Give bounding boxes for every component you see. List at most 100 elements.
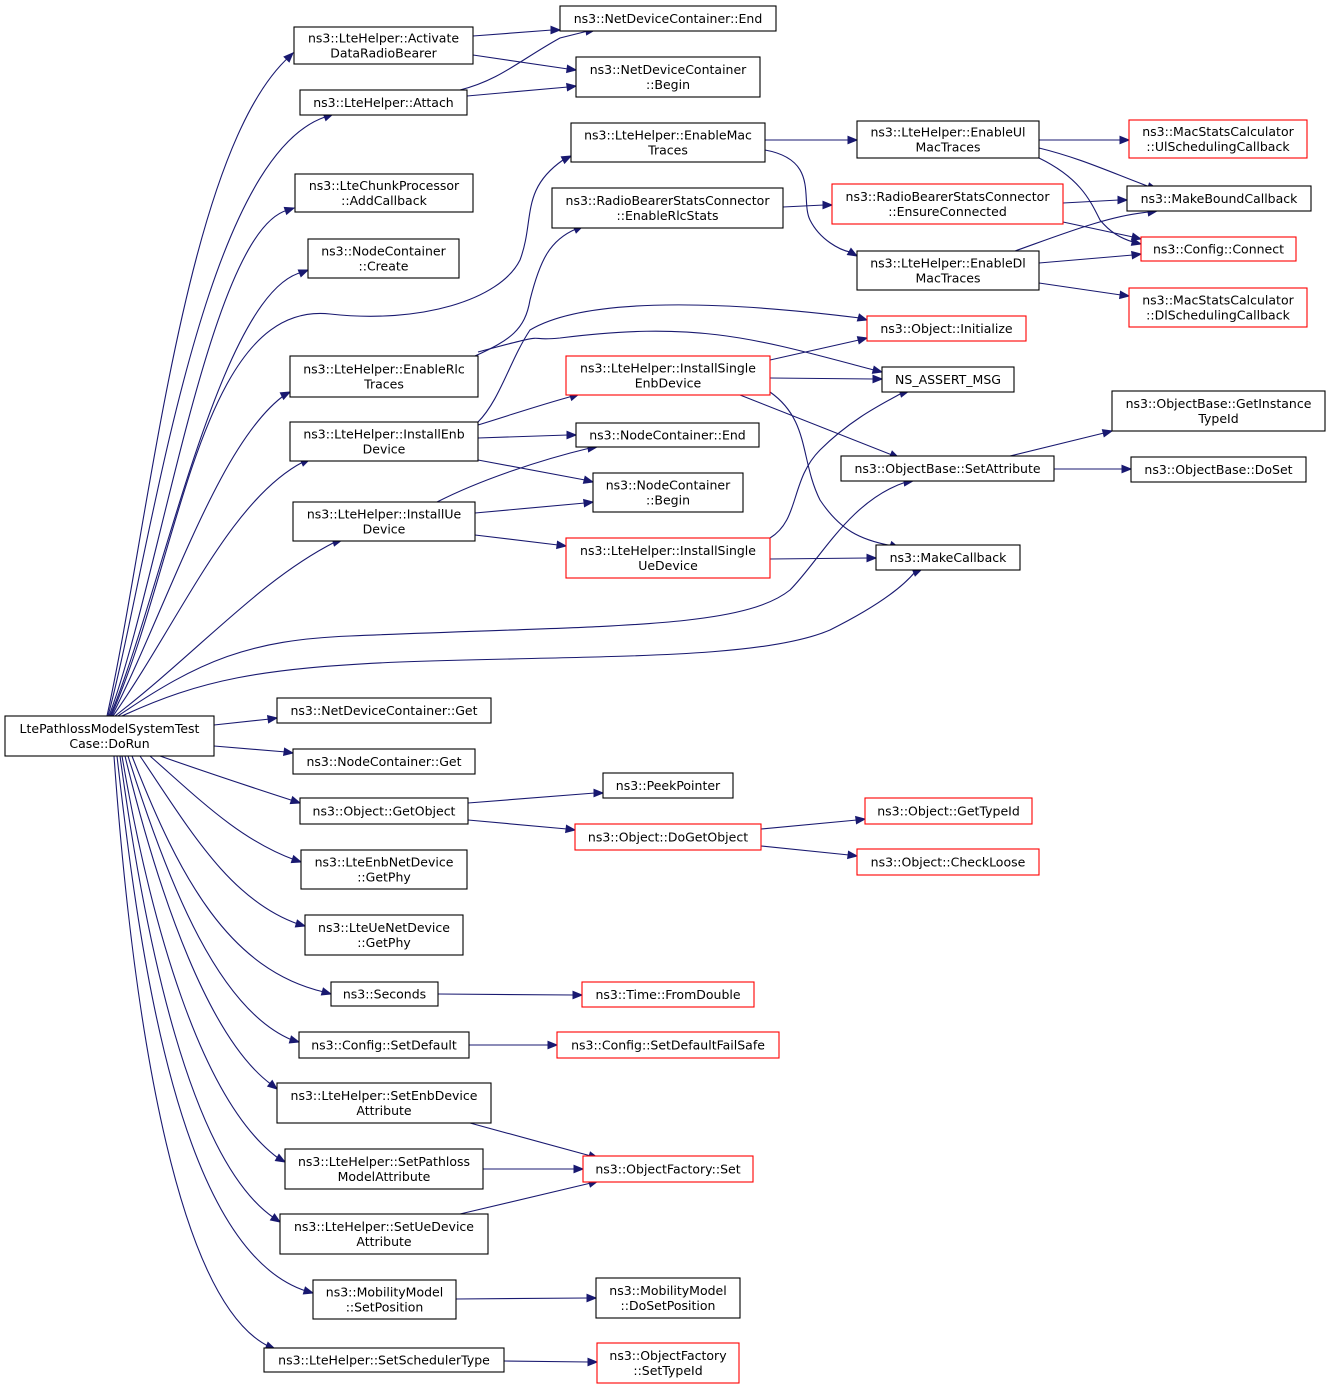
node-box <box>866 315 1027 342</box>
node-rbsc-ensure[interactable]: ns3::RadioBearerStatsConnector::EnsureCo… <box>831 183 1064 225</box>
node-ndc-end[interactable]: ns3::NetDeviceContainer::End <box>559 5 777 32</box>
node-ob-setattr[interactable]: ns3::ObjectBase::SetAttribute <box>840 455 1055 482</box>
node-label: NS_ASSERT_MSG <box>895 372 1001 387</box>
node-ndc-get[interactable]: ns3::NetDeviceContainer::Get <box>276 697 492 724</box>
node-label: ns3::LteHelper::InstallSingle <box>580 361 756 376</box>
arrowhead-icon <box>1119 290 1131 300</box>
edge-root-to-cfg_setdefault <box>127 755 301 1044</box>
node-label: ns3::MacStatsCalculator <box>1142 293 1294 308</box>
node-obj-gettypeid[interactable]: ns3::Object::GetTypeId <box>864 797 1033 825</box>
node-label: ns3::Config::SetDefaultFailSafe <box>571 1038 765 1053</box>
node-label: ::GetPhy <box>357 870 411 885</box>
edge-install_single_enb-to-obj_init <box>769 336 869 361</box>
node-label: ns3::ObjectBase::SetAttribute <box>854 461 1040 476</box>
node-set-sched[interactable]: ns3::LteHelper::SetSchedulerType <box>263 1347 505 1373</box>
node-cfg-setdefaultfs[interactable]: ns3::Config::SetDefaultFailSafe <box>556 1031 780 1059</box>
node-ob-doset[interactable]: ns3::ObjectBase::DoSet <box>1130 456 1307 483</box>
node-label: ns3::LteHelper::SetUeDevice <box>294 1219 474 1234</box>
node-label: ns3::NetDeviceContainer::End <box>574 11 763 26</box>
node-nc-create[interactable]: ns3::NodeContainer::Create <box>307 238 460 279</box>
node-chunk[interactable]: ns3::LteChunkProcessor::AddCallback <box>294 173 474 213</box>
arrowhead-icon <box>866 553 878 563</box>
node-label: LtePathlossModelSystemTest <box>20 721 200 736</box>
node-enb-getphy[interactable]: ns3::LteEnbNetDevice::GetPhy <box>300 849 468 890</box>
node-box <box>551 187 784 229</box>
node-box <box>595 1277 741 1319</box>
arrowhead-icon <box>587 1357 599 1367</box>
node-nc-get[interactable]: ns3::NodeContainer::Get <box>292 748 476 775</box>
arrowhead-icon <box>586 1293 598 1303</box>
node-make-bound[interactable]: ns3::MakeBoundCallback <box>1126 185 1312 212</box>
node-mm-dosetpos[interactable]: ns3::MobilityModel::DoSetPosition <box>595 1277 741 1319</box>
node-ue-getphy[interactable]: ns3::LteUeNetDevice::GetPhy <box>304 914 464 956</box>
node-label: ns3::PeekPointer <box>616 778 721 793</box>
arrowhead-icon <box>856 336 869 345</box>
node-mm-setpos[interactable]: ns3::MobilityModel::SetPosition <box>312 1279 457 1320</box>
node-mac-ul[interactable]: ns3::MacStatsCalculator::UlSchedulingCal… <box>1128 119 1308 159</box>
arrowhead-icon <box>1101 429 1114 438</box>
node-rbsc-enable[interactable]: ns3::RadioBearerStatsConnector::EnableRl… <box>551 187 784 229</box>
arrowhead-icon <box>1130 232 1143 241</box>
node-cfg-setdefault[interactable]: ns3::Config::SetDefault <box>298 1031 470 1059</box>
node-label: ns3::Config::Connect <box>1153 242 1284 257</box>
node-box <box>1126 185 1312 212</box>
arrowhead-icon <box>846 247 859 257</box>
node-box <box>298 1031 470 1059</box>
node-mac-dl[interactable]: ns3::MacStatsCalculator::DlSchedulingCal… <box>1128 287 1308 328</box>
node-cfg-connect[interactable]: ns3::Config::Connect <box>1140 236 1297 262</box>
node-label: ns3::LteHelper::Attach <box>313 95 454 110</box>
node-of-settypeid[interactable]: ns3::ObjectFactory::SetTypeId <box>596 1342 740 1384</box>
edge-rbsc_ensure-to-make_bound <box>1062 195 1129 205</box>
node-label: ::GetPhy <box>357 935 411 950</box>
arrowhead-icon <box>583 498 595 508</box>
node-label: ::SetPosition <box>346 1300 424 1315</box>
node-attach[interactable]: ns3::LteHelper::Attach <box>299 89 468 116</box>
arrowhead-icon <box>1119 135 1131 145</box>
node-label: ::UlSchedulingCallback <box>1146 139 1290 154</box>
node-obj-checkloose[interactable]: ns3::Object::CheckLoose <box>856 848 1040 876</box>
edge-enable_dl-to-cfg_connect <box>1038 250 1143 264</box>
node-assert[interactable]: NS_ASSERT_MSG <box>881 366 1015 393</box>
arrowhead-icon <box>593 788 605 798</box>
node-set-pathloss-attr[interactable]: ns3::LteHelper::SetPathlossModelAttribut… <box>284 1148 484 1190</box>
node-label: ns3::Object::DoGetObject <box>588 830 748 845</box>
arrowhead-icon <box>266 715 279 724</box>
node-label: ns3::NodeContainer::End <box>589 428 745 443</box>
edge-root-to-enb_getphy <box>149 755 303 864</box>
edge-rbsc_ensure-to-cfg_connect <box>1062 221 1143 241</box>
node-of-set[interactable]: ns3::ObjectFactory::Set <box>582 1155 754 1183</box>
node-seconds[interactable]: ns3::Seconds <box>330 981 439 1007</box>
edge-obj_getobj-to-peek <box>467 788 605 804</box>
node-label: ns3::LteHelper::InstallEnb <box>303 427 464 442</box>
node-box <box>582 1155 754 1183</box>
edge-root-to-set_sched <box>113 755 277 1350</box>
node-box <box>304 914 464 956</box>
node-label: Device <box>363 442 406 457</box>
node-box <box>1140 236 1297 262</box>
node-obj-init[interactable]: ns3::Object::Initialize <box>866 315 1027 342</box>
node-obj-dogetobj[interactable]: ns3::Object::DoGetObject <box>574 823 762 851</box>
node-nc-end[interactable]: ns3::NodeContainer::End <box>575 422 760 448</box>
arrowhead-icon <box>560 155 573 165</box>
node-make-cb[interactable]: ns3::MakeCallback <box>875 544 1021 571</box>
node-ndc-begin[interactable]: ns3::NetDeviceContainer::Begin <box>575 56 761 98</box>
node-obj-getobj[interactable]: ns3::Object::GetObject <box>299 797 469 825</box>
node-time-fromdouble[interactable]: ns3::Time::FromDouble <box>581 981 755 1008</box>
node-label: ns3::NetDeviceContainer <box>590 62 747 77</box>
node-nc-begin[interactable]: ns3::NodeContainer::Begin <box>592 472 744 513</box>
node-box <box>1128 119 1308 159</box>
node-peek[interactable]: ns3::PeekPointer <box>602 772 734 799</box>
